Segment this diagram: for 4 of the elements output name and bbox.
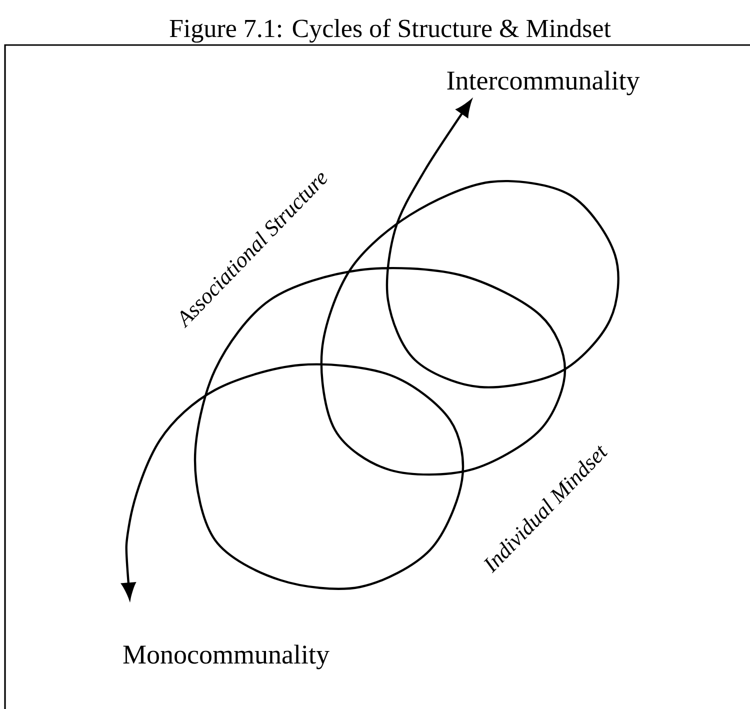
title: Figure 7.1: Cycles of Structure & Mindset (170, 18, 611, 43)
node-label: Intercommunality (447, 70, 640, 96)
node-label: Monocommunality (123, 644, 330, 670)
spiral-arrow (121, 100, 619, 600)
